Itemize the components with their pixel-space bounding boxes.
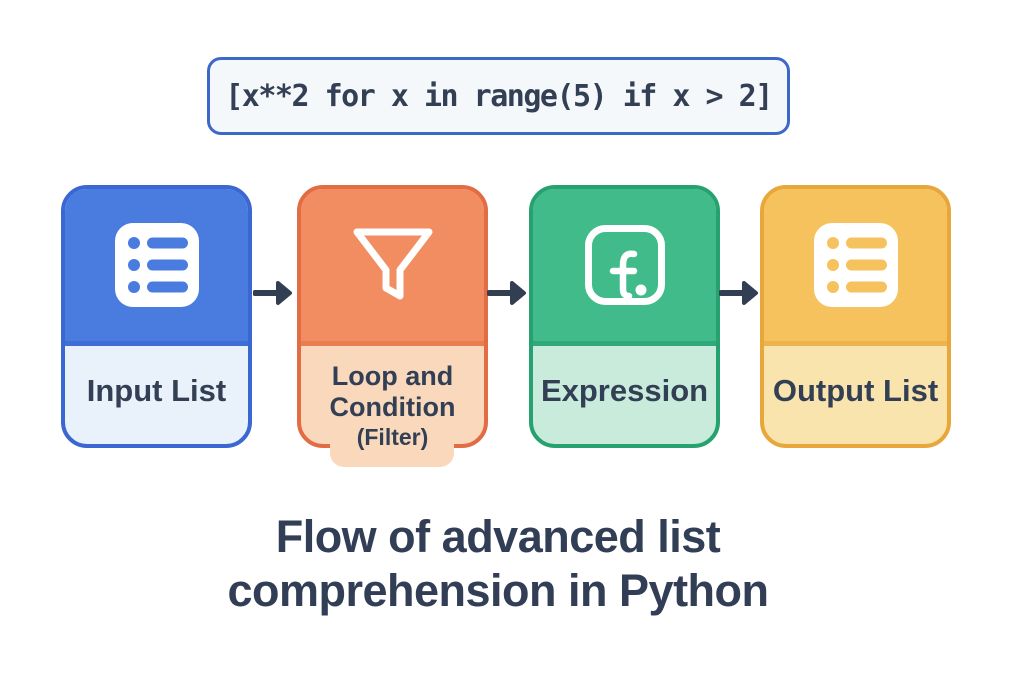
step-icon-area: [301, 189, 484, 346]
page-title-line1: Flow of advanced list: [275, 511, 721, 562]
step-loop-condition-filter: Loop and Condition (Filter): [297, 185, 488, 467]
step-card: [760, 185, 951, 448]
arrow-right-icon: [719, 281, 758, 305]
step-sublabel: (Filter): [356, 424, 429, 450]
step-label-line1: Loop and: [331, 361, 454, 391]
code-box: [x**2 for x in range(5) if x > 2]: [207, 57, 790, 135]
funnel-icon: [353, 228, 432, 300]
step-output-list: Output List: [760, 185, 951, 448]
list-icon: [114, 223, 199, 307]
function-icon: [584, 225, 665, 305]
page-title: Flow of advanced list comprehension in P…: [0, 510, 996, 618]
arrow-right-icon: [487, 281, 526, 305]
step-label: Expression: [540, 373, 709, 408]
step-card: [61, 185, 252, 448]
step-icon-area: [65, 189, 248, 346]
step-label: Input List: [86, 373, 227, 408]
step-label-line2: Condition: [329, 392, 456, 422]
page-title-line2: comprehension in Python: [227, 565, 769, 616]
arrow-right-icon: [253, 281, 292, 305]
code-snippet: [x**2 for x in range(5) if x > 2]: [225, 78, 773, 114]
step-card: [529, 185, 720, 448]
step-label: Output List: [772, 373, 939, 408]
step-icon-area: [533, 189, 716, 346]
step-icon-area: [764, 189, 947, 346]
step-label: Loop and Condition: [297, 361, 488, 423]
filter-tab: [330, 421, 454, 467]
step-expression: Expression: [529, 185, 720, 448]
list-icon: [813, 223, 898, 307]
step-input-list: Input List: [61, 185, 252, 448]
